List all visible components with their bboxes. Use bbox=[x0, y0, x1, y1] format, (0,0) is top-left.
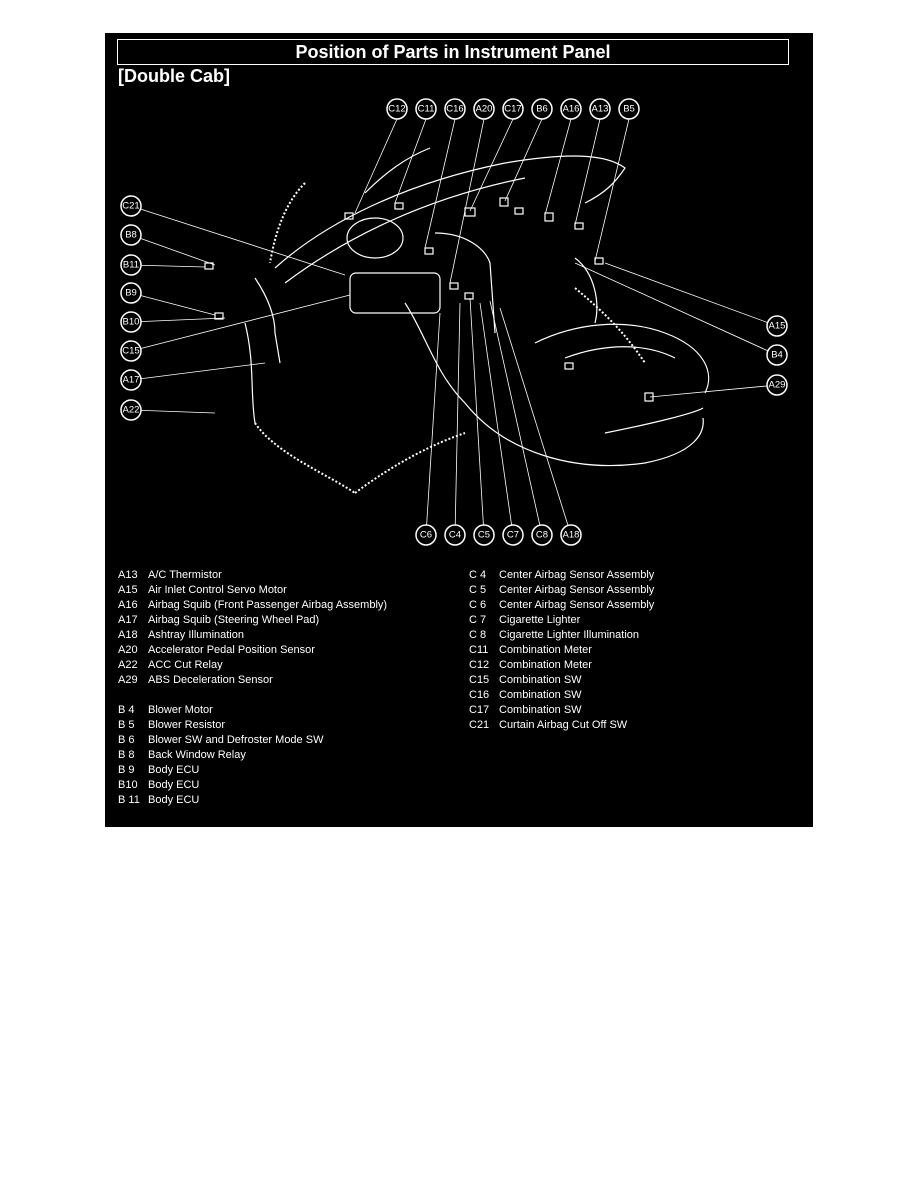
svg-text:C17: C17 bbox=[504, 104, 521, 115]
callout-b10: B10 bbox=[120, 311, 142, 333]
bottom-callouts: C6 C4 C5 C7 C8 A18 bbox=[415, 524, 582, 546]
svg-text:A16: A16 bbox=[563, 104, 580, 115]
callout-c16: C16 bbox=[444, 98, 466, 120]
callout-c17: C17 bbox=[502, 98, 524, 120]
svg-text:C12: C12 bbox=[388, 104, 405, 115]
svg-text:B6: B6 bbox=[536, 104, 548, 115]
svg-text:C8: C8 bbox=[536, 530, 548, 541]
callout-a13: A13 bbox=[589, 98, 611, 120]
callout-a29: A29 bbox=[766, 374, 788, 396]
callout-a22: A22 bbox=[120, 399, 142, 421]
callout-c21: C21 bbox=[120, 195, 142, 217]
callout-b9: B9 bbox=[120, 282, 142, 304]
left-callouts: C21 B8 B11 B9 B10 C15 A17 A22 bbox=[120, 195, 142, 421]
diagram-subtitle: [Double Cab] bbox=[118, 66, 230, 86]
svg-text:A13: A13 bbox=[592, 104, 609, 115]
svg-text:A22: A22 bbox=[123, 405, 140, 416]
callout-b6: B6 bbox=[531, 98, 553, 120]
callout-a16: A16 bbox=[560, 98, 582, 120]
callout-a18: A18 bbox=[560, 524, 582, 546]
callout-c15: C15 bbox=[120, 340, 142, 362]
svg-text:B5: B5 bbox=[623, 104, 635, 115]
svg-text:B11: B11 bbox=[123, 260, 139, 271]
svg-text:C6: C6 bbox=[420, 530, 432, 541]
svg-text:B4: B4 bbox=[771, 350, 783, 361]
svg-text:C4: C4 bbox=[449, 530, 461, 541]
svg-text:A15: A15 bbox=[769, 321, 786, 332]
right-callouts: A15 B4 A29 bbox=[766, 315, 788, 396]
callout-a17: A17 bbox=[120, 369, 142, 391]
svg-text:B8: B8 bbox=[125, 230, 137, 241]
svg-text:A17: A17 bbox=[123, 375, 140, 386]
instrument-panel-illustration: C12 C11 C16 A20 C17 B6 A16 A13 B5 C21 B8… bbox=[120, 98, 788, 546]
callout-c5: C5 bbox=[473, 524, 495, 546]
svg-text:C5: C5 bbox=[478, 530, 490, 541]
callout-c11: C11 bbox=[415, 98, 437, 120]
callout-a20: A20 bbox=[473, 98, 495, 120]
svg-text:B9: B9 bbox=[125, 288, 137, 299]
leader-lines bbox=[130, 118, 778, 536]
svg-text:C15: C15 bbox=[122, 346, 139, 357]
top-callouts: C12 C11 C16 A20 C17 B6 A16 A13 B5 bbox=[386, 98, 640, 120]
svg-text:C21: C21 bbox=[122, 201, 139, 212]
panel-outline bbox=[204, 147, 710, 494]
diagram-title: Position of Parts in Instrument Panel bbox=[117, 39, 789, 65]
svg-text:C7: C7 bbox=[507, 530, 519, 541]
svg-text:A20: A20 bbox=[476, 104, 493, 115]
callout-c8: C8 bbox=[531, 524, 553, 546]
callout-c4: C4 bbox=[444, 524, 466, 546]
svg-text:C11: C11 bbox=[418, 104, 435, 115]
callout-b5: B5 bbox=[618, 98, 640, 120]
diagram-panel: Position of Parts in Instrument Panel [D… bbox=[105, 33, 813, 827]
callout-b11: B11 bbox=[120, 254, 142, 276]
svg-text:B10: B10 bbox=[123, 317, 140, 328]
callout-c6: C6 bbox=[415, 524, 437, 546]
callout-b4: B4 bbox=[766, 344, 788, 366]
callout-b8: B8 bbox=[120, 224, 142, 246]
callout-c7: C7 bbox=[502, 524, 524, 546]
svg-text:A18: A18 bbox=[563, 530, 580, 541]
svg-text:C16: C16 bbox=[446, 104, 463, 115]
svg-text:A29: A29 bbox=[769, 380, 786, 391]
callout-c12: C12 bbox=[386, 98, 408, 120]
callout-a15: A15 bbox=[766, 315, 788, 337]
